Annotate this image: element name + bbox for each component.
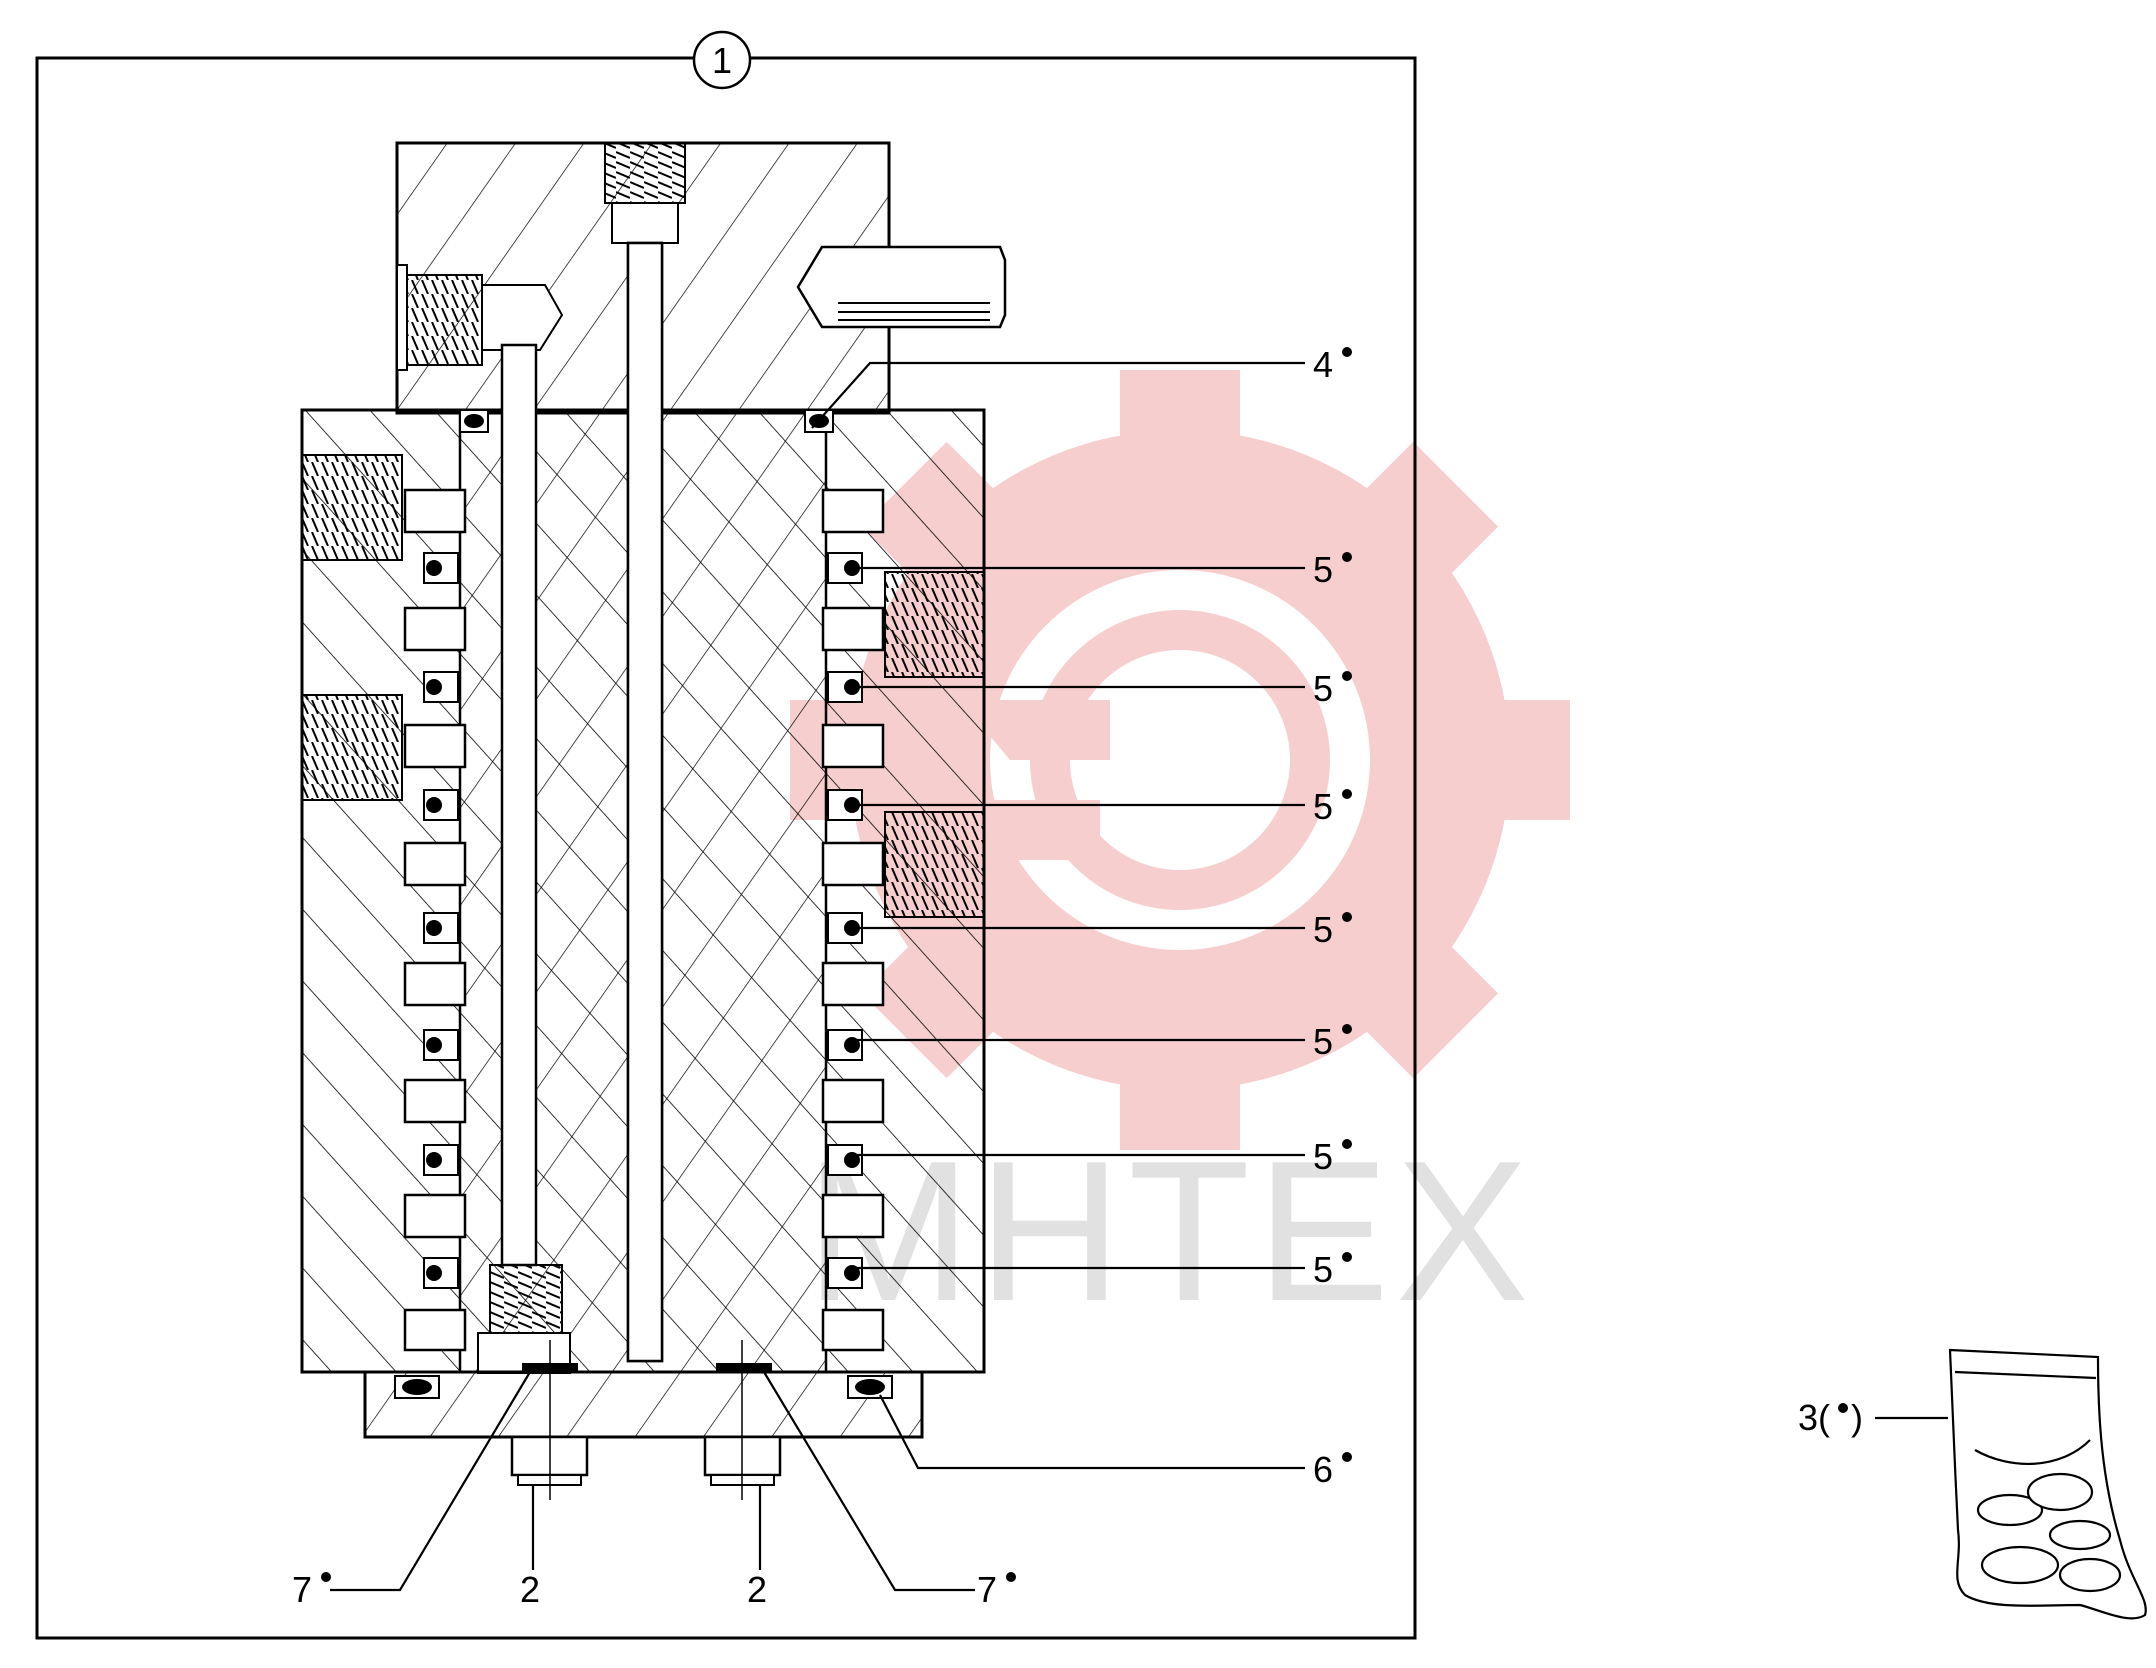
callout-plug-left: 2 bbox=[520, 1569, 540, 1610]
callout-seal-5: 5 bbox=[1313, 1021, 1333, 1062]
spare-part-dot-icon bbox=[1342, 1252, 1352, 1262]
callout-plug-right: 2 bbox=[747, 1569, 767, 1610]
assembly-number: 1 bbox=[712, 40, 732, 81]
callout-seal-1: 5 bbox=[1313, 549, 1333, 590]
bottom-plate bbox=[363, 1340, 924, 1500]
callout-washer-left: 7 bbox=[292, 1569, 312, 1610]
callout-labels: 4 5 5 5 5 5 5 5 6 7 7 2 2 3( ) bbox=[292, 344, 1863, 1610]
callout-seal-2: 5 bbox=[1313, 668, 1333, 709]
seal-kit-bag-icon bbox=[1948, 1348, 2147, 1620]
spare-part-dot-icon bbox=[1342, 1452, 1352, 1462]
assembly-number-circle bbox=[692, 30, 752, 90]
seals-left bbox=[423, 552, 459, 1289]
leader-lines bbox=[330, 361, 1948, 1592]
callout-seal-3: 5 bbox=[1313, 786, 1333, 827]
spare-part-dot-icon bbox=[1838, 1403, 1848, 1413]
callout-kit-bag: 3( bbox=[1798, 1397, 1830, 1438]
grooves-right bbox=[821, 488, 885, 1352]
callout-washer-right: 7 bbox=[977, 1569, 997, 1610]
spare-part-dot-icon bbox=[1342, 1139, 1352, 1149]
spare-part-dot-icon bbox=[1342, 912, 1352, 922]
callout-oring-bottom: 6 bbox=[1313, 1449, 1333, 1490]
grooves-left bbox=[403, 488, 467, 1352]
spare-part-dot-icon bbox=[1342, 1024, 1352, 1034]
spare-part-dot-icon bbox=[321, 1572, 331, 1582]
spare-part-dot-icon bbox=[1342, 789, 1352, 799]
spare-part-dot-icon bbox=[1342, 552, 1352, 562]
callout-oring-top: 4 bbox=[1313, 344, 1333, 385]
callout-seal-4: 5 bbox=[1313, 909, 1333, 950]
callout-seal-7: 5 bbox=[1313, 1249, 1333, 1290]
callout-seal-6: 5 bbox=[1313, 1136, 1333, 1177]
spare-part-dot-icon bbox=[1006, 1572, 1016, 1582]
spare-part-dot-icon bbox=[1342, 671, 1352, 681]
callout-kit-bag-suffix: ) bbox=[1851, 1397, 1863, 1438]
spare-part-dot-icon bbox=[1342, 347, 1352, 357]
